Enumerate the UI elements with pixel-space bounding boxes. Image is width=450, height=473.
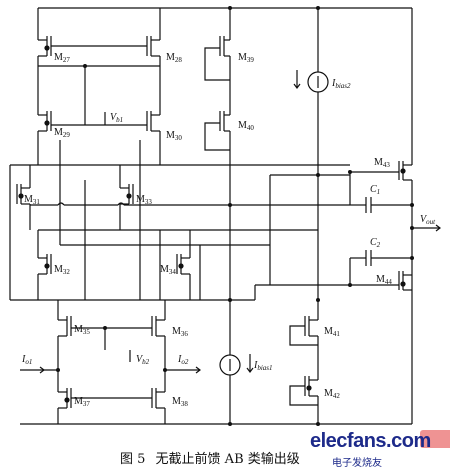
- transistor-m41: [289, 300, 319, 380]
- transistor-m40: [204, 80, 231, 151]
- transistor-m28: [51, 8, 161, 66]
- label-m28: M28: [166, 52, 182, 64]
- watermark-accent-shape: [420, 430, 450, 448]
- label-m36: M36: [172, 326, 188, 338]
- label-vb1: Vb1: [110, 112, 123, 124]
- caption-text: 无截止前馈 AB 类输出级: [155, 452, 300, 467]
- label-m29: M29: [54, 127, 70, 139]
- transistor-m36: [71, 300, 166, 370]
- label-m34: M34: [160, 264, 176, 276]
- label-io2: Io2: [177, 354, 189, 366]
- transistor-m42: [289, 376, 319, 424]
- input-io1: [20, 366, 58, 374]
- label-m43: M43: [374, 157, 390, 169]
- transistor-m39: [204, 8, 231, 81]
- watermark-brand: elecfans.com: [310, 430, 431, 452]
- label-c2: C2: [370, 237, 381, 249]
- watermark-logo: elecfans.com 电子发烧友: [300, 430, 450, 469]
- class-ab-bias-network: [9, 164, 350, 301]
- watermark-subtitle: 电子发烧友: [332, 458, 382, 469]
- current-source-ibias1: [219, 300, 254, 424]
- label-io1: Io1: [21, 354, 32, 366]
- label-m39: M39: [238, 52, 254, 64]
- figure-caption: 图 5 无截止前馈 AB 类输出级: [120, 448, 360, 467]
- transistor-m31: [16, 165, 31, 230]
- label-m44: M44: [376, 274, 392, 286]
- label-m40: M40: [238, 120, 254, 132]
- transistor-m29: [37, 66, 52, 140]
- label-vout: Vout: [420, 214, 436, 226]
- capacitor-c2: [349, 250, 412, 285]
- label-m35: M35: [74, 324, 90, 336]
- supply-rails: [20, 7, 413, 425]
- transistor-m30: [51, 66, 161, 140]
- transistor-m32: [37, 230, 52, 300]
- label-ibias1: Ibias1: [253, 360, 273, 372]
- label-m37: M37: [74, 396, 90, 408]
- transistor-m44: [350, 271, 412, 291]
- transistor-m35: [57, 300, 72, 370]
- transistor-m33: [119, 165, 134, 230]
- component-labels: M27 M28 M29 M30 Vb1 M39 M40 Ibias2 M43 C…: [21, 52, 436, 408]
- label-vb2: Vb2: [136, 354, 150, 366]
- output-terminal: [412, 224, 441, 232]
- transistor-m37: [57, 370, 72, 424]
- label-m27: M27: [54, 52, 70, 64]
- label-ibias2: Ibias2: [331, 78, 351, 90]
- transistor-m38: [71, 370, 166, 424]
- label-m42: M42: [324, 388, 340, 400]
- capacitor-c1: [349, 172, 412, 213]
- label-c1: C1: [370, 184, 380, 196]
- label-m41: M41: [324, 326, 340, 338]
- label-m30: M30: [166, 130, 182, 142]
- output-io2: [165, 366, 201, 374]
- transistor-m34: [176, 230, 191, 300]
- junctions: [56, 6, 414, 426]
- label-m32: M32: [54, 264, 70, 276]
- label-m33: M33: [136, 194, 152, 206]
- transistor-m43: [350, 160, 413, 300]
- label-m31: M31: [24, 194, 40, 206]
- label-m38: M38: [172, 396, 188, 408]
- current-source-ibias2: [293, 8, 329, 175]
- transistor-m27: [37, 8, 52, 66]
- caption-number: 图 5: [120, 452, 146, 467]
